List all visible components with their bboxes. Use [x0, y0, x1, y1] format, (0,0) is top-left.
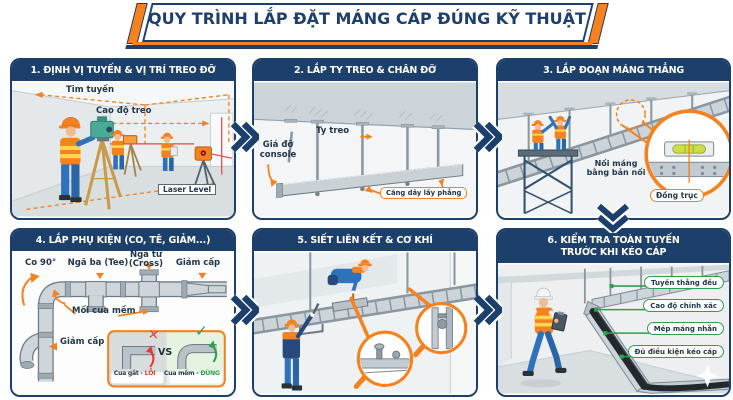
page-title: QUY TRÌNH LẮP ĐẶT MÁNG CÁP ĐÚNG KỸ THUẬT: [148, 9, 586, 28]
panel-1-title: 1. ĐỊNH VỊ TUYẾN & VỊ TRÍ TREO ĐỠ: [12, 60, 234, 81]
check-item-1: Tuyến thẳng đều: [644, 276, 724, 289]
magnifier-icon: [644, 109, 729, 199]
panel-step-2: 2. LẮP TY TREO & CHÂN ĐỠ: [252, 58, 478, 220]
label-dong-truc: Đồng trục: [650, 189, 704, 202]
support-beam: [276, 163, 464, 198]
worker-surveyor: [59, 117, 96, 203]
joint-highlight-circle: [615, 99, 646, 130]
cable-bundle: [589, 308, 648, 390]
panel-4-scene: [12, 252, 234, 394]
panel-step-3: 3. LẮP ĐOẠN MÁNG THẲNG: [496, 58, 731, 220]
check-item-2: Cao độ chính xác: [643, 299, 724, 312]
success-icon: ✓: [195, 322, 208, 340]
tee-fitting: [85, 281, 107, 313]
soft-bend-arc: [54, 295, 144, 317]
label-moi-cua-mem: Mối cua mềm: [72, 306, 136, 316]
label-gia-do-console: Giá đỡ console: [259, 140, 297, 160]
label-co-90: Co 90°: [25, 258, 57, 268]
check-item-4: Đủ điều kiện kéo cáp: [627, 345, 724, 358]
panel-step-5: 5. SIẾT LIÊN KẾT & CƠ KHÍ: [252, 228, 478, 397]
label-giam-cap-left: Giảm cấp: [60, 337, 105, 347]
flow-arrow-right-icon: [229, 120, 259, 154]
worker-mid: [111, 130, 142, 177]
panel-1-scene: [12, 82, 234, 217]
magnifier-icon-2: [413, 302, 468, 358]
panel-step-4: 4. LẮP PHỤ KIỆN (CO, TÊ, GIẢM...): [10, 228, 236, 397]
panel-5-title: 5. SIẾT LIÊN KẾT & CƠ KHÍ: [254, 230, 476, 251]
label-laser-level: Laser Level: [158, 184, 217, 195]
label-cang-day: Căng dây lấy phẳng: [380, 187, 468, 199]
survey-tripod: [84, 139, 122, 210]
label-giam-cap-top: Giảm cấp: [175, 258, 221, 268]
threaded-rods: [284, 119, 445, 181]
check-item-3: Mép máng nhẵn: [646, 322, 724, 335]
panel-2-scene: [254, 82, 476, 217]
banner-underline-navy: [125, 45, 599, 49]
label-nga-ba: Ngã ba (Tee): [67, 258, 129, 268]
flow-arrow-right-icon: [229, 293, 259, 327]
error-icon: ✕: [147, 327, 160, 344]
co90-arrow: [21, 276, 34, 306]
flow-arrow-down-icon: [595, 203, 631, 233]
worker-bottom: [281, 303, 320, 391]
worker-installer-a: [531, 120, 555, 151]
title-banner: QUY TRÌNH LẮP ĐẶT MÁNG CÁP ĐÚNG KỸ THUẬT: [125, 3, 609, 49]
label-vs: VS: [158, 347, 173, 358]
joint-plate: [331, 297, 369, 312]
label-pointer-triangles: [48, 263, 207, 351]
label-noi-mang: Nối máng bằng bản nối: [586, 159, 646, 178]
panel-5-scene: [254, 252, 476, 394]
panel-2-title: 2. LẮP TY TREO & CHÂN ĐỠ: [254, 60, 476, 81]
magnifier-icon-1: [353, 330, 414, 389]
flow-arrow-right-icon: [472, 293, 502, 327]
sparkle-icon: [696, 364, 719, 388]
worker-right: [160, 132, 178, 171]
label-tim-tuyen: Tim tuyến: [66, 85, 114, 95]
label-nga-tu: Ngã tư (Cross): [128, 250, 164, 270]
panel-step-1: 1. ĐỊNH VỊ TUYẾN & VỊ TRÍ TREO ĐỠ: [10, 58, 236, 220]
clipboard: [551, 311, 568, 332]
scaffold: [523, 154, 573, 215]
label-cao-do-treo: Cao độ treo: [96, 106, 152, 116]
inspector: [520, 287, 568, 388]
scaffold-platform: [517, 149, 579, 157]
panel-4-title: 4. LẮP PHỤ KIỆN (CO, TÊ, GIẢM...): [12, 230, 234, 251]
caption-sharp-bend: Cua gắt -LỖI: [113, 370, 156, 377]
total-station: [90, 116, 114, 142]
worker-installer-b: [548, 115, 572, 151]
label-ty-treo: Ty treo: [316, 126, 350, 136]
panel-3-title: 3. LẮP ĐOẠN MÁNG THẲNG: [498, 60, 729, 81]
ceiling-slab: [254, 82, 476, 130]
comparison-inset: [107, 330, 226, 388]
cross-fitting: [138, 269, 160, 313]
reducer-fitting-top: [181, 280, 227, 299]
layout-guide-lines: [26, 94, 230, 211]
panel-6-title: 6. KIỂM TRA TOÀN TUYẾN TRƯỚC KHI KÉO CÁP: [498, 230, 729, 263]
panel-step-6: 6. KIỂM TRA TOÀN TUYẾN TRƯỚC KHI KÉO CÁP: [496, 228, 731, 397]
caption-soft-bend: Cua mềm -ĐÚNG: [164, 370, 220, 377]
flow-arrow-right-icon: [472, 120, 502, 154]
